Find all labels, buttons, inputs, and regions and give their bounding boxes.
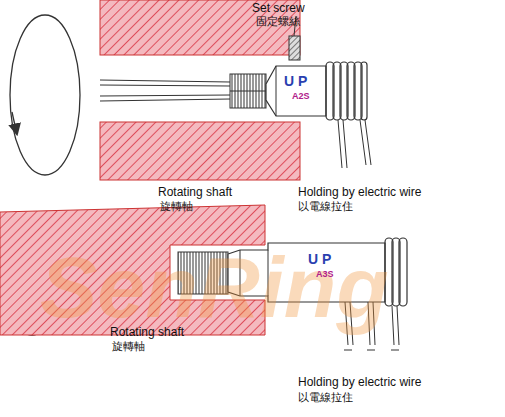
logo-letter: P [322, 252, 331, 267]
part-label: Rotating shaft [110, 326, 184, 339]
part-label: 旋轉軸 [112, 340, 145, 352]
model-number: A3S [316, 270, 334, 280]
part-label: Holding by electric wire [298, 186, 421, 199]
logo-letter: P [298, 74, 307, 89]
part-label: Rotating shaft [158, 186, 232, 199]
part-label: Set screw [252, 2, 305, 15]
logo-letter: U [284, 74, 294, 89]
watermark: SenRing [40, 240, 389, 335]
model-number: A2S [292, 92, 310, 102]
part-label: 旋轉軸 [160, 200, 193, 212]
part-label: 固定螺絲 [256, 15, 300, 27]
part-label: 以電線拉住 [298, 391, 353, 403]
logo-letter: U [308, 252, 318, 267]
part-label: 以電線拉住 [298, 200, 353, 212]
part-label: Holding by electric wire [298, 376, 421, 389]
